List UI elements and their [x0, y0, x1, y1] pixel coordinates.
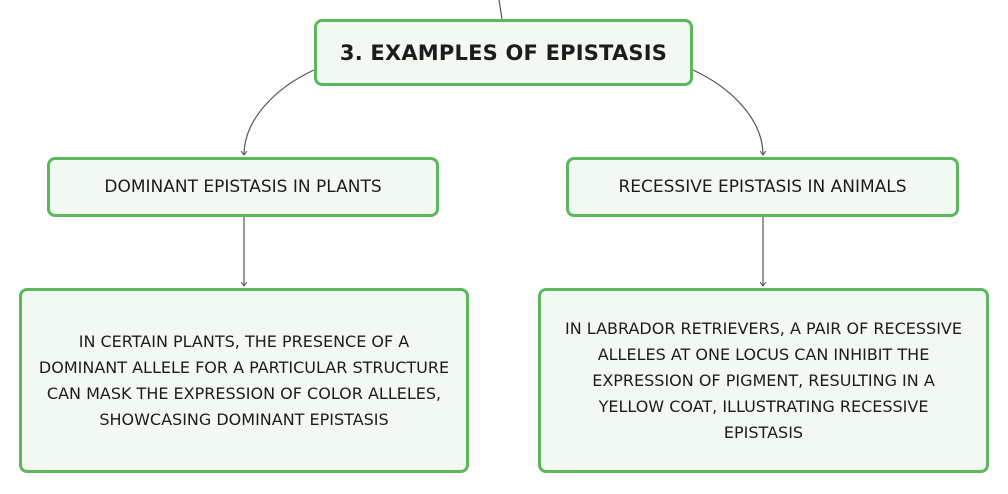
node-label: RECESSIVE EPISTASIS IN ANIMALS — [618, 177, 907, 197]
connector-root-to-right-branch — [692, 69, 763, 155]
node-detail-text: IN CERTAIN PLANTS, THE PRESENCE OF A DOM… — [38, 331, 450, 429]
root-node[interactable]: 3. EXAMPLES OF EPISTASIS — [314, 19, 693, 86]
node-recessive-epistasis-in-animals[interactable]: RECESSIVE EPISTASIS IN ANIMALS — [566, 157, 959, 217]
incoming-connector — [498, 0, 503, 20]
node-label: DOMINANT EPISTASIS IN PLANTS — [104, 177, 382, 197]
connector-root-to-left-branch — [244, 69, 315, 155]
node-detail-text: IN LABRADOR RETRIEVERS, A PAIR OF RECESS… — [565, 318, 962, 442]
node-recessive-epistasis-detail[interactable]: IN LABRADOR RETRIEVERS, A PAIR OF RECESS… — [538, 288, 989, 473]
node-dominant-epistasis-detail[interactable]: IN CERTAIN PLANTS, THE PRESENCE OF A DOM… — [19, 288, 469, 473]
node-dominant-epistasis-in-plants[interactable]: DOMINANT EPISTASIS IN PLANTS — [47, 157, 439, 217]
root-node-label: 3. EXAMPLES OF EPISTASIS — [339, 40, 668, 65]
